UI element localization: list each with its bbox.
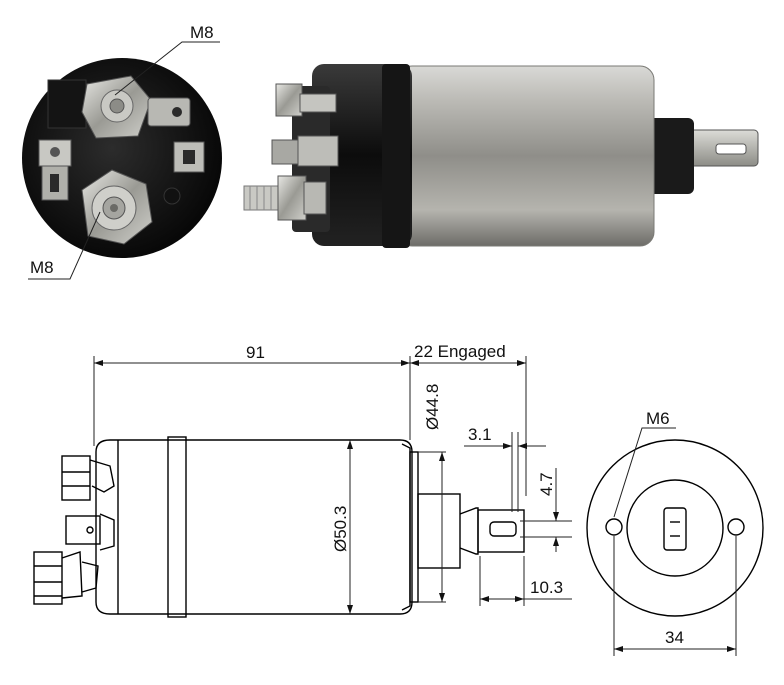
stud-bottom bbox=[81, 169, 153, 245]
draw-flange bbox=[409, 451, 419, 603]
terminal-left bbox=[38, 139, 72, 201]
end-outer-circle bbox=[586, 439, 764, 617]
dim-hole-spacing: 34 bbox=[665, 628, 684, 647]
dim-length: 91 bbox=[246, 343, 265, 362]
side-band bbox=[382, 64, 410, 248]
end-hole-left bbox=[605, 518, 623, 536]
photo-side-view bbox=[243, 64, 759, 248]
side-nut-top bbox=[275, 83, 337, 117]
plunger-sleeve bbox=[642, 118, 694, 194]
dim-stroke: 22 Engaged bbox=[414, 342, 506, 361]
dim-flange-diameter: Ø44.8 bbox=[423, 384, 442, 430]
photo-back-view: M8 M8 bbox=[22, 23, 222, 280]
end-plunger bbox=[663, 507, 687, 551]
stud-top bbox=[81, 75, 191, 139]
side-body bbox=[397, 65, 655, 247]
end-hole-right bbox=[727, 518, 745, 536]
draw-tab bbox=[477, 509, 525, 553]
dim-tip-length: 10.3 bbox=[530, 578, 563, 597]
draw-terminals bbox=[33, 455, 115, 605]
side-stud-bottom bbox=[243, 175, 327, 221]
back-small-hole bbox=[163, 187, 181, 205]
end-inner-circle bbox=[626, 479, 724, 577]
drawing-end-view: M6 34 bbox=[586, 409, 764, 656]
plunger-tab bbox=[679, 129, 759, 167]
label-m8-bottom: M8 bbox=[30, 258, 54, 277]
back-notch bbox=[47, 79, 87, 129]
dim-body-diameter: Ø50.3 bbox=[331, 506, 350, 552]
dim-slot-height: 4.7 bbox=[537, 472, 556, 496]
label-m6: M6 bbox=[646, 409, 670, 428]
label-m8-top: M8 bbox=[190, 23, 214, 42]
draw-housing bbox=[95, 439, 413, 615]
drawing-side-view: 91 22 Engaged Ø50.3 Ø44.8 3.1 4.7 bbox=[33, 342, 572, 618]
terminal-right bbox=[173, 141, 205, 173]
side-terminal-mid bbox=[271, 135, 339, 167]
draw-plunger bbox=[417, 493, 461, 569]
dim-slot-width: 3.1 bbox=[468, 425, 492, 444]
draw-band bbox=[167, 436, 187, 618]
draw-plunger-tip bbox=[459, 507, 479, 555]
